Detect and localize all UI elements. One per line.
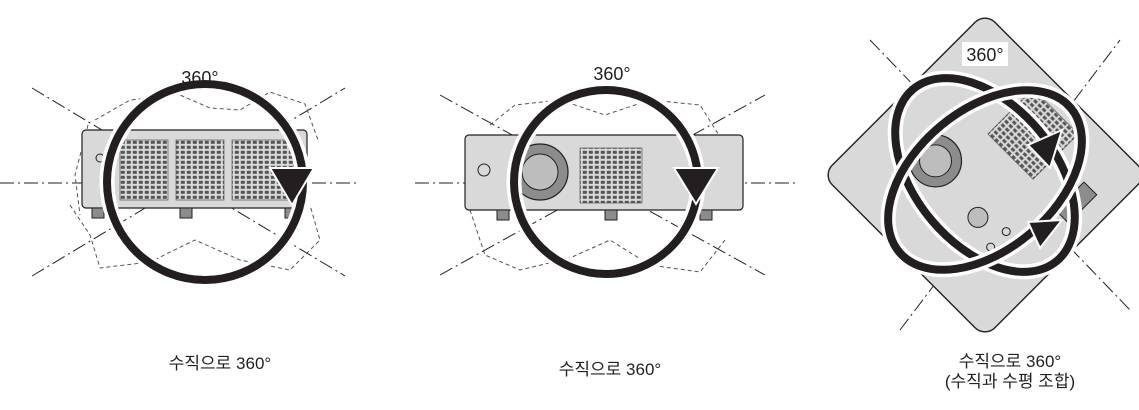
degree-label-bg — [962, 42, 1008, 66]
caption-figure-2: 수직으로 360° — [558, 360, 662, 379]
rotation-arrow-horizontal — [880, 82, 1090, 278]
figure-1-vertical-rotation: 360° — [0, 68, 360, 288]
caption-figure-1: 수직으로 360° — [168, 354, 272, 373]
rotation-arrow-vertical — [887, 70, 1083, 280]
degree-label: 360° — [181, 68, 218, 88]
rotation-arrow — [506, 82, 720, 282]
caption-figure-3: 수직으로 360° (수직과 수평 조합) — [880, 352, 1139, 392]
rotation-arrow — [99, 76, 316, 288]
figure-3-combined-rotation: 360° — [827, 17, 1139, 333]
caption-figure-3-line1: 수직으로 360° — [958, 352, 1062, 371]
projector-body — [464, 134, 744, 221]
degree-label: 360° — [593, 64, 630, 84]
caption-figure-3-line2: (수직과 수평 조합) — [944, 372, 1076, 391]
degree-label: 360° — [966, 45, 1003, 65]
figure-2-vertical-rotation: 360° — [415, 64, 795, 282]
